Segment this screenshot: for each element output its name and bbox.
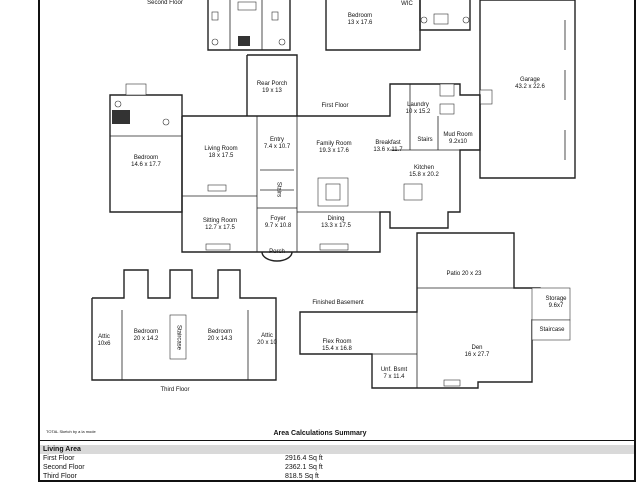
- summary-row-name: First Floor: [43, 455, 75, 462]
- room-wic: WIC: [401, 1, 413, 7]
- summary-row-value: 2916.4 Sq ft: [285, 455, 323, 462]
- summary-row-name: Third Floor: [43, 473, 77, 480]
- third-floor-walls: [91, 269, 277, 381]
- room-stairs-center: Stairs: [275, 181, 282, 198]
- basement-walls: [299, 232, 571, 389]
- second-floor-outline: [207, 0, 291, 51]
- sketch-credit: TOTAL Sketch by a la mode: [46, 429, 96, 434]
- summary-row-value: 2362.1 Sq ft: [285, 464, 323, 471]
- basement-label: Finished Basement: [312, 300, 364, 306]
- summary-row-value: 818.5 Sq ft: [285, 473, 319, 480]
- summary-title: Area Calculations Summary: [273, 430, 367, 437]
- room-stairs-first: Stairs: [417, 137, 433, 143]
- summary-row: First Floor 2916.4 Sq ft: [43, 454, 463, 463]
- room-patio: Patio 20 x 23: [446, 271, 482, 277]
- room-staircase-basement: Staircase: [539, 327, 565, 333]
- summary-row: Third Floor 818.5 Sq ft: [43, 472, 463, 481]
- summary-row-name: Second Floor: [43, 464, 85, 471]
- summary-row: Second Floor 2362.1 Sq ft: [43, 463, 463, 472]
- second-floor-label: Second Floor: [147, 0, 183, 6]
- room-porch: Porch: [269, 249, 285, 255]
- third-floor-label: Third Floor: [160, 387, 190, 393]
- first-floor-walls: [181, 54, 481, 253]
- living-area-header: Living Area: [40, 445, 634, 454]
- first-floor-label: First Floor: [321, 103, 349, 109]
- upper-bedroom-walls: [325, 0, 471, 51]
- left-bedroom-walls: [109, 83, 183, 213]
- front-porch: [261, 251, 293, 262]
- summary-divider: [38, 440, 636, 441]
- room-staircase-third: Staircase: [175, 324, 182, 350]
